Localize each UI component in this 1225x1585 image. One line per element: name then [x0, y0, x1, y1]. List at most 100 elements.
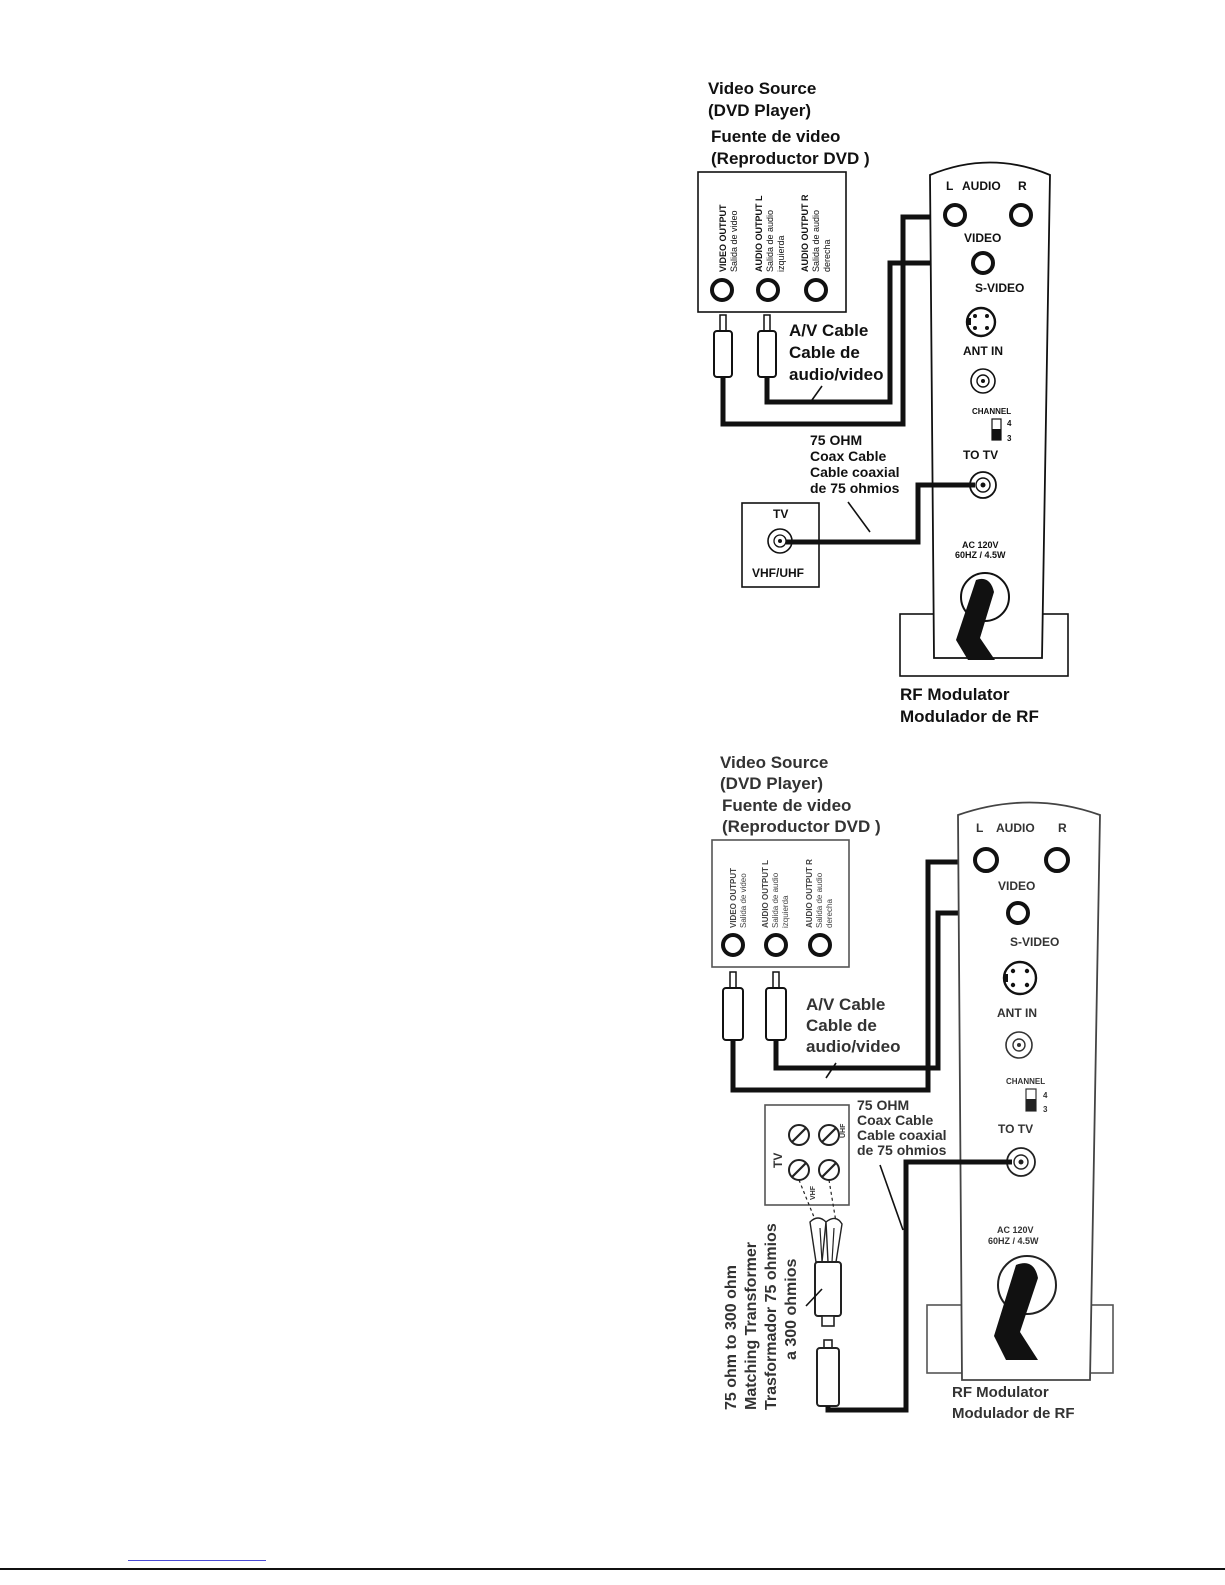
dvd-audio-l-jack — [764, 933, 788, 957]
mod-audio-l: L — [976, 821, 983, 835]
tv-terminal-panel — [764, 1104, 850, 1206]
mod-ch3: 3 — [1043, 1105, 1048, 1114]
rf-modulator-body — [929, 161, 1051, 659]
audio-output-r-label-es-1: Salida de audio — [811, 210, 821, 272]
mod-ant-in: ANT IN — [997, 1006, 1037, 1020]
rca-plug-video — [722, 971, 744, 1041]
mod-audio-l-jack — [943, 203, 967, 227]
av-cable-label-3: audio/video — [806, 1037, 900, 1056]
mod-svideo-jack — [965, 306, 997, 338]
audio-output-r-label: AUDIO OUTPUT R — [805, 859, 814, 928]
video-cable — [720, 214, 948, 427]
vhf-uhf-label: VHF/UHF — [752, 566, 804, 580]
transformer-label-4: a 300 ohmios — [783, 1259, 800, 1360]
mod-channel: CHANNEL — [972, 407, 1011, 416]
matching-transformer — [814, 1261, 842, 1407]
mod-power-2: 60HZ / 4.5W — [955, 550, 1006, 560]
source-title-en-1: Video Source — [720, 753, 828, 772]
coax-label-2: Coax Cable — [857, 1112, 933, 1128]
mod-video-jack — [971, 251, 995, 275]
power-cord — [994, 1255, 1057, 1360]
diagram-dvd-to-rf-modulator-tv: Video Source (DVD Player) Fuente de vide… — [697, 79, 1069, 726]
footer-link-underline — [128, 1560, 266, 1561]
twin-lead-wires — [798, 1179, 843, 1263]
dvd-audio-r-jack — [804, 278, 828, 302]
rf-modulator-label-en: RF Modulator — [952, 1384, 1049, 1401]
audio-output-l-label: AUDIO OUTPUT L — [761, 860, 770, 928]
mod-audio-r: R — [1018, 179, 1027, 193]
mod-channel-switch — [1025, 1088, 1037, 1112]
tv-label: TV — [773, 507, 788, 521]
av-cable-label-1: A/V Cable — [806, 995, 885, 1014]
coax-label-1: 75 OHM — [810, 432, 862, 448]
mod-ch3: 3 — [1007, 434, 1012, 443]
rca-plug-audio — [765, 971, 787, 1041]
coax-cable — [786, 482, 975, 545]
video-cable — [730, 859, 975, 1093]
mod-channel: CHANNEL — [1006, 1077, 1045, 1086]
mod-ch4: 4 — [1007, 419, 1012, 428]
source-title-es-1: Fuente de video — [722, 796, 851, 815]
tv-input-panel — [741, 502, 820, 588]
mod-audio: AUDIO — [996, 821, 1035, 835]
mod-video-jack — [1006, 901, 1030, 925]
av-cable-label-1: A/V Cable — [789, 321, 868, 340]
footer-rule — [0, 1568, 1225, 1570]
coax-label-4: de 75 ohmios — [857, 1142, 947, 1158]
power-cord — [956, 572, 1010, 660]
coax-cable — [825, 1159, 1012, 1413]
audio-output-l-label-es-1: Salida de audio — [771, 872, 780, 928]
mod-to-tv-jack — [1006, 1147, 1036, 1177]
source-title-es-1: Fuente de video — [711, 127, 840, 146]
coax-label-3: Cable coaxial — [857, 1127, 947, 1143]
video-output-label-es: Salida de video — [739, 873, 748, 928]
rf-modulator-label-es: Modulador de RF — [900, 707, 1039, 726]
mod-audio-r-jack — [1009, 203, 1033, 227]
mod-ant-in-jack — [1005, 1031, 1033, 1059]
coax-label-1: 75 OHM — [857, 1097, 909, 1113]
coax-cable-pointer — [879, 1164, 904, 1231]
mod-svideo: S-VIDEO — [975, 281, 1024, 295]
dvd-audio-l-jack — [756, 278, 780, 302]
transformer-label-1: 75 ohm to 300 ohm — [723, 1265, 740, 1410]
source-title-en-2: (DVD Player) — [720, 774, 823, 793]
dvd-video-output-jack — [710, 278, 734, 302]
audio-output-r-label-es-2: derecha — [822, 239, 832, 272]
coax-label-3: Cable coaxial — [810, 464, 900, 480]
mod-ant-in-jack — [970, 368, 996, 394]
uhf-label: UHF — [840, 1123, 847, 1138]
mod-video: VIDEO — [964, 231, 1001, 245]
av-cable-label-2: Cable de — [789, 343, 860, 362]
coax-label-4: de 75 ohmios — [810, 480, 900, 496]
mod-power-2: 60HZ / 4.5W — [988, 1236, 1039, 1246]
mod-ant-in: ANT IN — [963, 344, 1003, 358]
mod-ch4: 4 — [1043, 1091, 1048, 1100]
transformer-label-2: Matching Transformer — [743, 1242, 760, 1410]
mod-to-tv: TO TV — [963, 448, 998, 462]
mod-power-1: AC 120V — [997, 1225, 1034, 1235]
mod-audio-r-jack — [1044, 847, 1070, 873]
mod-power-1: AC 120V — [962, 540, 999, 550]
video-output-label: VIDEO OUTPUT — [718, 204, 728, 272]
mod-audio-l: L — [946, 179, 953, 193]
mod-audio: AUDIO — [962, 179, 1001, 193]
source-title-es-2: (Reproductor DVD ) — [722, 817, 881, 836]
rca-plug-audio — [757, 314, 777, 378]
mod-video: VIDEO — [998, 879, 1035, 893]
audio-output-r-label: AUDIO OUTPUT R — [800, 194, 810, 272]
vhf-label: VHF — [810, 1185, 817, 1200]
source-title-es-2: (Reproductor DVD ) — [711, 149, 870, 168]
audio-output-r-label-es-2: derecha — [825, 899, 834, 928]
coax-label-2: Coax Cable — [810, 448, 886, 464]
audio-output-l-label-es-2: izquierda — [776, 235, 786, 272]
audio-output-l-label: AUDIO OUTPUT L — [754, 195, 764, 272]
rf-modulator-label-en: RF Modulator — [900, 685, 1010, 704]
source-title-en-2: (DVD Player) — [708, 101, 811, 120]
video-output-label: VIDEO OUTPUT — [729, 868, 738, 928]
mod-audio-r: R — [1058, 821, 1067, 835]
mod-to-tv: TO TV — [998, 1122, 1033, 1136]
video-output-label-es: Salida de video — [729, 210, 739, 272]
diagram-dvd-to-rf-modulator-transformer: Video Source (DVD Player) Fuente de vide… — [711, 753, 1114, 1422]
rca-plug-video — [713, 314, 733, 378]
